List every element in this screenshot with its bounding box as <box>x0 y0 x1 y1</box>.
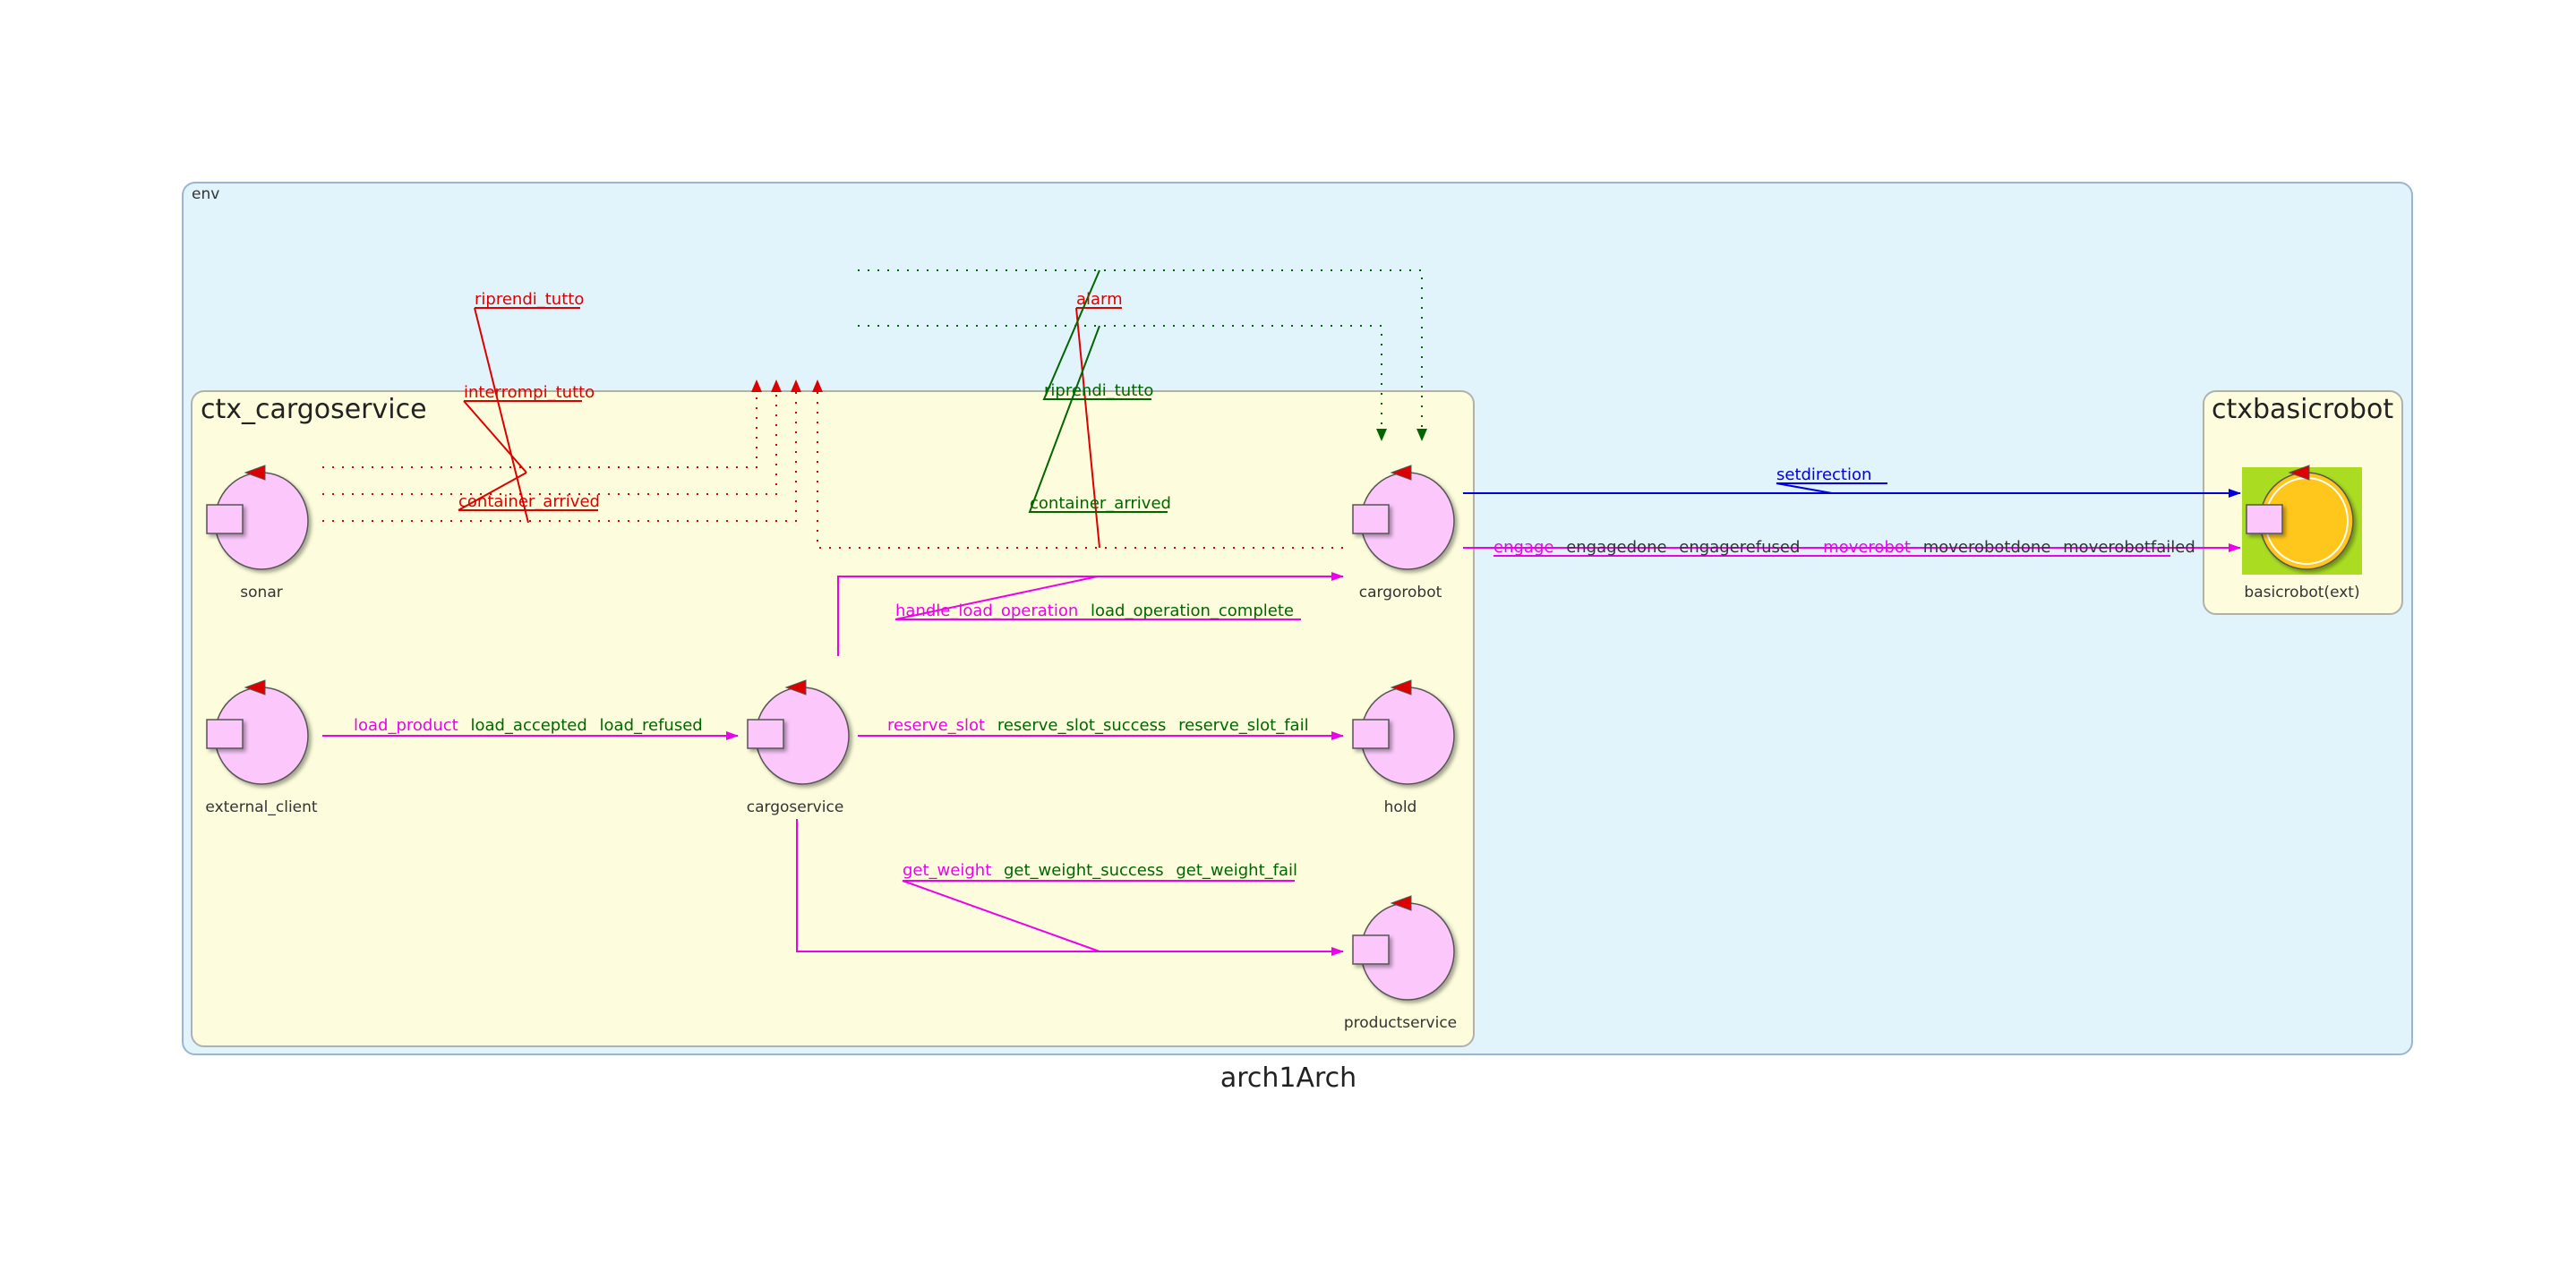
label-engagerefused: engagerefused <box>1679 538 1800 557</box>
label-engagedone: engagedone <box>1566 538 1666 557</box>
ctxbasicrobot-label: ctxbasicrobot <box>2212 394 2393 425</box>
actor-handle-icon <box>1390 679 1412 695</box>
sonar-event-edges <box>322 380 1343 549</box>
label-load-operation-complete: load_operation_complete <box>1091 601 1294 620</box>
actor-box-icon <box>1352 504 1390 534</box>
label-get-weight: get_weight <box>903 861 991 880</box>
actor-label: cargoservice <box>747 798 844 816</box>
label-moverobotfailed: moverobotfailed <box>2063 538 2195 557</box>
label-get-weight-fail: get_weight_fail <box>1176 861 1297 880</box>
label-alarm: alarm <box>1076 290 1123 309</box>
label-interrompi-tutto: interrompi_tutto <box>464 383 595 402</box>
event-label-connectors <box>458 307 1122 549</box>
env-label: env <box>192 185 219 203</box>
actor-label: cargorobot <box>1359 584 1442 601</box>
actor-handle-icon <box>2288 465 2310 481</box>
label-engage: engage <box>1493 538 1553 557</box>
setdirection-edge <box>1463 482 2241 498</box>
label-load-refused: load_refused <box>600 716 703 735</box>
actor-external-client[interactable]: external_client <box>205 679 318 816</box>
label-moverobotdone: moverobotdone <box>1923 538 2051 557</box>
actor-hold[interactable]: hold <box>1352 679 1455 816</box>
label-container-arrived-green: container_arrived <box>1030 494 1171 513</box>
label-reserve-slot-group: reserve_slot reserve_slot_success reserv… <box>887 716 1309 735</box>
label-handle-load-operation-group: handle_load_operation load_operation_com… <box>895 601 1294 620</box>
engage-moverobot-edge <box>1463 543 2241 557</box>
label-get-weight-success: get_weight_success <box>1004 861 1164 880</box>
diagram-title: arch1Arch <box>1220 1062 1356 1094</box>
actor-label: external_client <box>205 798 317 816</box>
label-setdirection: setdirection <box>1776 465 1871 484</box>
label-engage-moverobot-group: engage engagedone engagerefused moverobo… <box>1493 538 2195 557</box>
actor-handle-icon <box>244 679 266 695</box>
actor-handle-icon <box>1390 895 1412 911</box>
actor-cargorobot[interactable]: cargorobot <box>1352 465 1455 601</box>
actor-label: basicrobot(ext) <box>2244 584 2359 601</box>
actor-label: hold <box>1384 798 1417 816</box>
actor-label: productservice <box>1344 1014 1457 1032</box>
label-load-product: load_product <box>354 716 458 735</box>
actor-box-icon <box>1352 934 1390 965</box>
actor-label: sonar <box>240 584 282 601</box>
label-load-product-group: load_product load_accepted load_refused <box>354 716 703 735</box>
label-reserve-slot-success: reserve_slot_success <box>997 716 1167 735</box>
actor-productservice[interactable]: productservice <box>1344 895 1457 1032</box>
actor-handle-icon <box>784 679 807 695</box>
message-labels: riprendi_tutto interrompi_tutto containe… <box>354 290 2195 880</box>
actor-handle-icon <box>244 465 266 481</box>
cargoservice-to-cargorobot-edge <box>837 572 1344 656</box>
green-dispatch-edges <box>858 269 1427 513</box>
label-container-arrived-event: container_arrived <box>458 492 600 511</box>
actor-box-icon <box>206 719 244 749</box>
actor-box-icon <box>2246 504 2283 534</box>
actor-box-icon <box>206 504 244 534</box>
label-get-weight-group: get_weight get_weight_success get_weight… <box>903 861 1297 880</box>
actor-sonar[interactable]: sonar <box>206 465 309 601</box>
label-riprendi-tutto-green: riprendi_tutto <box>1044 381 1153 400</box>
label-reserve-slot: reserve_slot <box>887 716 985 735</box>
label-riprendi-tutto-event: riprendi_tutto <box>475 290 584 309</box>
actor-box-icon <box>747 719 784 749</box>
label-load-accepted: load_accepted <box>470 716 586 735</box>
label-handle-load-operation: handle_load_operation <box>895 601 1078 620</box>
actor-cargoservice[interactable]: cargoservice <box>747 679 850 816</box>
label-moverobot: moverobot <box>1823 538 1911 557</box>
actor-handle-icon <box>1390 465 1412 481</box>
label-reserve-slot-fail: reserve_slot_fail <box>1178 716 1308 735</box>
ctx-cargoservice-label: ctx_cargoservice <box>201 394 427 425</box>
cargoservice-to-productservice-edge <box>796 819 1344 956</box>
actor-basicrobot-ext[interactable]: basicrobot(ext) <box>2242 465 2362 601</box>
actor-box-icon <box>1352 719 1390 749</box>
